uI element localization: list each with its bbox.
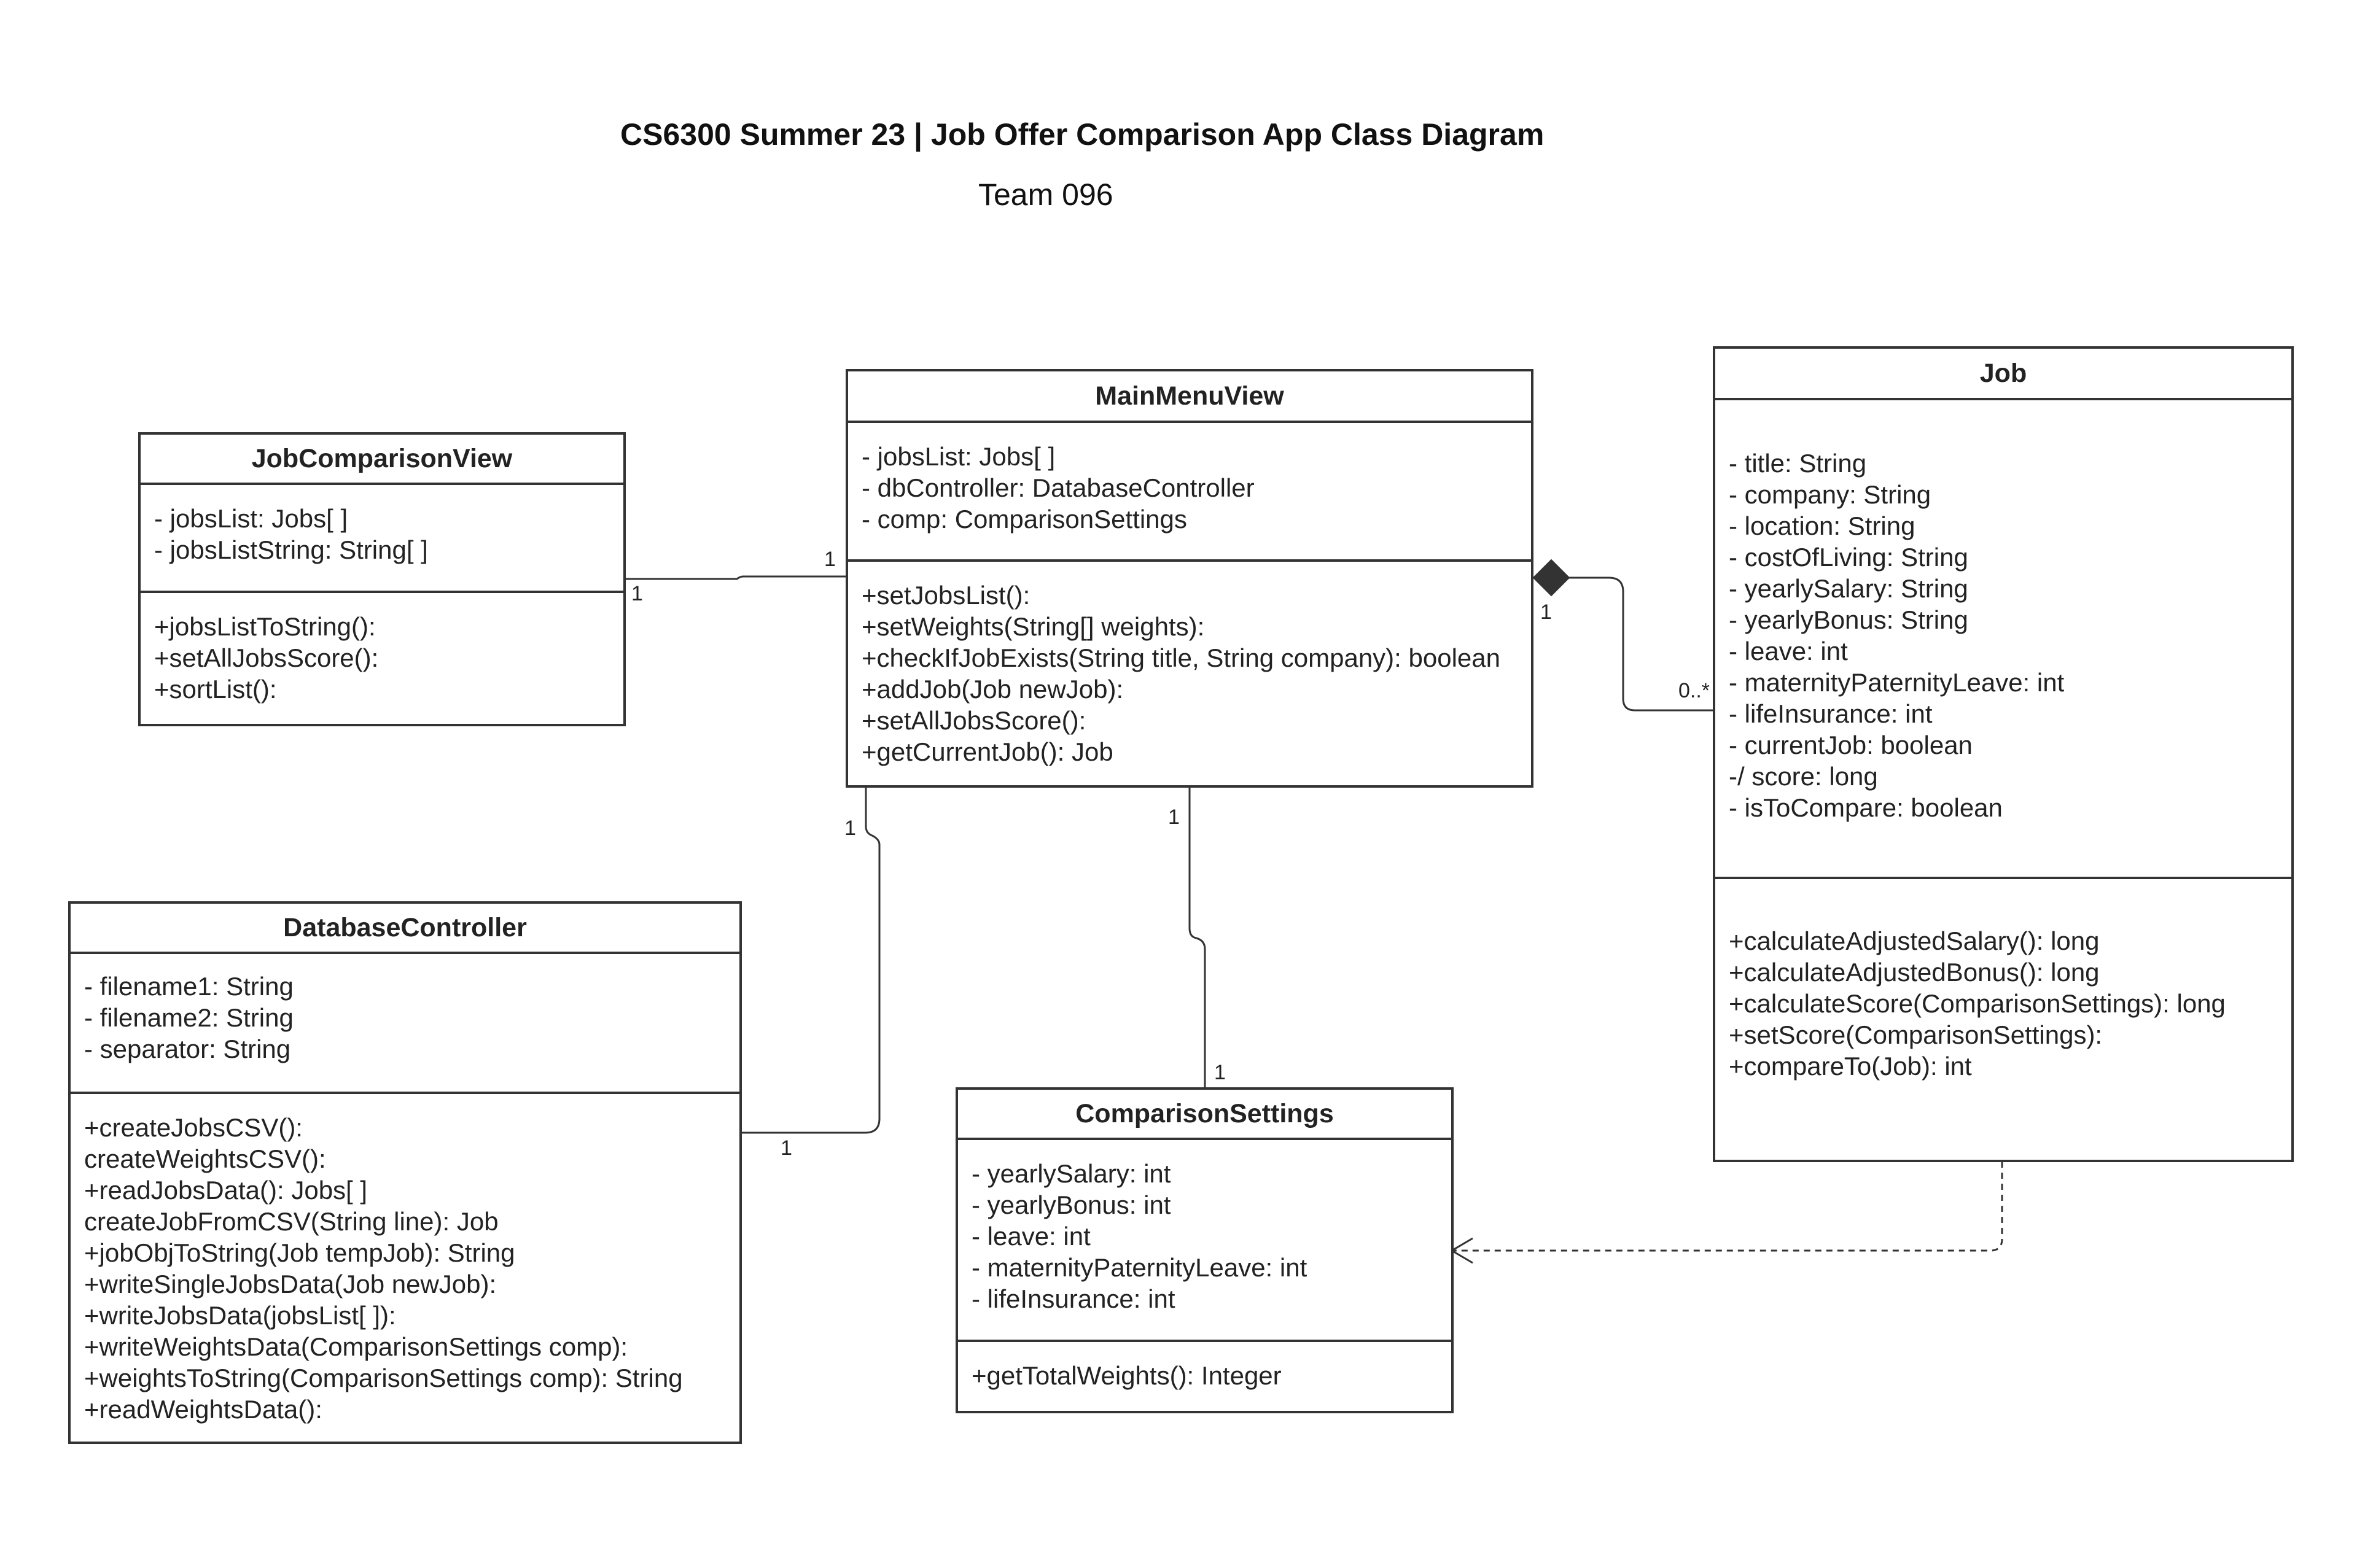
member-line: +setWeights(String[] weights): bbox=[862, 612, 1205, 641]
class-name: DatabaseController bbox=[71, 904, 739, 954]
member-line: +readJobsData(): Jobs[ ] bbox=[84, 1176, 368, 1205]
methods-section: +setJobsList():+setWeights(String[] weig… bbox=[848, 559, 1531, 767]
member-line: +setAllJobsScore(): bbox=[862, 706, 1086, 735]
composition-diamond bbox=[1532, 559, 1570, 597]
member-line: - yearlySalary: String bbox=[1729, 574, 1968, 603]
member-line: +compareTo(Job): int bbox=[1729, 1052, 1972, 1081]
member-line: - filename1: String bbox=[84, 972, 294, 1001]
member-line: - yearlyBonus: int bbox=[972, 1190, 1171, 1219]
class-database-controller[interactable]: DatabaseController - filename1: String- … bbox=[68, 901, 742, 1444]
member-line: +jobsListToString(): bbox=[154, 612, 376, 641]
member-line: +writeSingleJobsData(Job newJob): bbox=[84, 1270, 497, 1298]
association-jcv-mmv bbox=[625, 575, 846, 580]
attributes-section: - jobsList: Jobs[ ]- jobsListString: Str… bbox=[141, 485, 623, 591]
member-line: +calculateAdjustedBonus(): long bbox=[1729, 958, 2100, 987]
class-job-comparison-view[interactable]: JobComparisonView - jobsList: Jobs[ ]- j… bbox=[138, 432, 626, 726]
class-main-menu-view[interactable]: MainMenuView - jobsList: Jobs[ ]- dbCont… bbox=[846, 369, 1533, 788]
class-comparison-settings[interactable]: ComparisonSettings - yearlySalary: int- … bbox=[956, 1087, 1454, 1413]
member-line: - separator: String bbox=[84, 1034, 291, 1063]
member-line: - maternityPaternityLeave: int bbox=[1729, 668, 2065, 697]
class-name: Job bbox=[1715, 349, 2291, 400]
member-line: - leave: int bbox=[1729, 637, 1848, 666]
association-mmv-cs bbox=[1188, 787, 1206, 1088]
member-line: +getCurrentJob(): Job bbox=[862, 737, 1113, 766]
member-line: createWeightsCSV(): bbox=[84, 1144, 326, 1173]
methods-section: +jobsListToString():+setAllJobsScore(): +… bbox=[141, 591, 623, 705]
multiplicity-mmv-db: 1 bbox=[844, 817, 856, 840]
attributes-section: - jobsList: Jobs[ ]- dbController: Datab… bbox=[848, 423, 1531, 559]
member-line: - jobsList: Jobs[ ] bbox=[154, 504, 348, 533]
methods-section: +calculateAdjustedSalary(): long +calcula… bbox=[1715, 877, 2291, 1082]
member-line: - lifeInsurance: int bbox=[1729, 699, 1933, 728]
multiplicity-mmv-jcv: 1 bbox=[824, 548, 836, 571]
member-line: - company: String bbox=[1729, 480, 1931, 509]
methods-section: +getTotalWeights(): Integer bbox=[958, 1340, 1451, 1391]
member-line: - location: String bbox=[1729, 511, 1915, 540]
member-line: +getTotalWeights(): Integer bbox=[972, 1361, 1282, 1390]
member-line: - dbController: DatabaseController bbox=[862, 473, 1255, 502]
member-line: - isToCompare: boolean bbox=[1729, 793, 2003, 822]
member-line: +setJobsList(): bbox=[862, 581, 1031, 610]
multiplicity-jcv: 1 bbox=[631, 582, 643, 605]
member-line: - yearlyBonus: String bbox=[1729, 605, 1968, 634]
member-line: +sortList(): bbox=[154, 675, 277, 704]
attributes-section: - filename1: String- filename2: String- … bbox=[71, 954, 739, 1092]
multiplicity-mmv-cs: 1 bbox=[1168, 805, 1180, 829]
member-line: - comp: ComparisonSettings bbox=[862, 505, 1187, 534]
member-line: - title: String bbox=[1729, 449, 1867, 478]
member-line: createJobFromCSV(String line): Job bbox=[84, 1207, 499, 1236]
attributes-section: - title: String- company: String- locati… bbox=[1715, 400, 2291, 877]
member-line: -/ score: long bbox=[1729, 762, 1878, 791]
member-line: - jobsListString: String[ ] bbox=[154, 535, 428, 564]
member-line: +addJob(Job newJob): bbox=[862, 675, 1124, 704]
member-line: +jobObjToString(Job tempJob): String bbox=[84, 1238, 515, 1267]
member-line: +createJobsCSV(): bbox=[84, 1113, 303, 1142]
member-line: - costOfLiving: String bbox=[1729, 543, 1968, 572]
dependency-job-cs bbox=[1452, 1162, 2003, 1252]
member-line: - leave: int bbox=[972, 1222, 1091, 1251]
multiplicity-job: 0..* bbox=[1678, 679, 1710, 702]
member-line: +writeJobsData(jobsList[ ]): bbox=[84, 1301, 396, 1330]
member-line: +weightsToString(ComparisonSettings comp… bbox=[84, 1364, 683, 1392]
multiplicity-mmv-job: 1 bbox=[1540, 600, 1552, 624]
member-line: - currentJob: boolean bbox=[1729, 731, 1973, 759]
member-line: +writeWeightsData(ComparisonSettings com… bbox=[84, 1332, 628, 1361]
member-line: - filename2: String bbox=[84, 1003, 294, 1032]
class-name: JobComparisonView bbox=[141, 435, 623, 485]
member-line: - yearlySalary: int bbox=[972, 1159, 1171, 1188]
methods-section: +createJobsCSV():createWeightsCSV(): +rea… bbox=[71, 1092, 739, 1425]
class-name: MainMenuView bbox=[848, 371, 1531, 423]
member-line: +calculateScore(ComparisonSettings): lon… bbox=[1729, 989, 2226, 1018]
member-line: +checkIfJobExists(String title, String c… bbox=[862, 643, 1500, 672]
member-line: +setAllJobsScore(): bbox=[154, 643, 379, 672]
diagram-subtitle: Team 096 bbox=[978, 177, 1113, 212]
member-line: +readWeightsData(): bbox=[84, 1395, 322, 1424]
member-line: - maternityPaternityLeave: int bbox=[972, 1253, 1307, 1282]
composition-mmv-job bbox=[1569, 576, 1713, 712]
multiplicity-cs: 1 bbox=[1214, 1061, 1226, 1084]
member-line: - lifeInsurance: int bbox=[972, 1284, 1175, 1313]
association-mmv-db bbox=[741, 787, 881, 1134]
multiplicity-db: 1 bbox=[781, 1136, 792, 1160]
attributes-section: - yearlySalary: int- yearlyBonus: int - l… bbox=[958, 1140, 1451, 1340]
member-line: +calculateAdjustedSalary(): long bbox=[1729, 926, 2100, 955]
class-job[interactable]: Job - title: String- company: String- lo… bbox=[1713, 346, 2294, 1162]
member-line: +setScore(ComparisonSettings): bbox=[1729, 1020, 2103, 1049]
class-name: ComparisonSettings bbox=[958, 1090, 1451, 1140]
diagram-title: CS6300 Summer 23 | Job Offer Comparison … bbox=[620, 117, 1545, 152]
member-line: - jobsList: Jobs[ ] bbox=[862, 442, 1056, 471]
